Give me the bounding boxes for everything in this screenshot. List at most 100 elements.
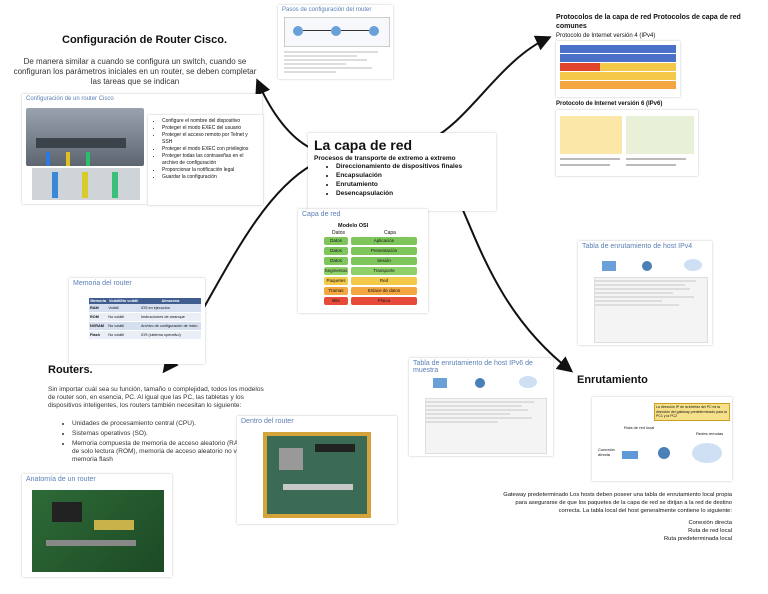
routing-diagram-card: La dirección IP de la interfaz del PC es… <box>592 397 732 481</box>
osi-data-cell: Datos <box>324 257 348 265</box>
task-item: Guardar la configuración <box>162 174 259 181</box>
osi-layer-cell: Física <box>351 297 417 305</box>
central-item: Desencapsulación <box>336 189 490 198</box>
task-item: Proteger el modo EXEC con privilegios <box>162 146 259 153</box>
top-config-caption: Pasos de configuración del router <box>282 7 372 13</box>
router-config-title: Configuración de Router Cisco. <box>62 34 228 46</box>
router-interior-photo <box>263 432 371 518</box>
routers-text: Sin importar cuál sea su función, tamaño… <box>48 386 264 409</box>
memoria-header: Volátil/No volátil <box>109 299 139 303</box>
central-title: La capa de red <box>314 137 413 153</box>
osi-layer-cell: Enlace de datos <box>351 287 417 295</box>
enrutamiento-list: Conexión directa Ruta de red local Ruta … <box>500 519 732 543</box>
router-config-text: De manera similar a cuando se configura … <box>13 57 257 86</box>
memoria-cell: ROM <box>89 312 108 322</box>
osi-layer-cell: Sesión <box>351 257 417 265</box>
task-item: Proporcionar la notificación legal <box>162 167 259 174</box>
osi-data-cell: Datos <box>324 237 348 245</box>
osi-layer-cell: Red <box>351 277 417 285</box>
motherboard-photo <box>32 490 164 572</box>
routers-item: Memoria compuesta de memoria de acceso a… <box>72 440 282 464</box>
memoria-cell: Instrucciones de arranque <box>139 312 201 322</box>
enrutamiento-text: Gateway predeterminado Los hosts deben p… <box>503 492 732 514</box>
ipv6-table-caption: Tabla de enrutamiento de host IPv6 de mu… <box>413 360 533 374</box>
arrow-to-protocols <box>429 35 552 141</box>
cables-photo <box>32 168 140 200</box>
ipv6-table-card: Tabla de enrutamiento de host IPv6 de mu… <box>409 358 553 456</box>
task-list: Configure el nombre del dispositivo Prot… <box>152 118 259 181</box>
anatomia-caption: Anatomía de un router <box>26 476 96 483</box>
local-net-label: Ruta de red local <box>624 425 655 430</box>
router-photo <box>26 108 144 166</box>
central-item: Direccionamiento de dispositivos finales <box>336 162 490 171</box>
memoria-header: Memoria <box>90 299 106 303</box>
ipv4-header-image <box>556 41 680 97</box>
ipv4-table-lines <box>594 277 708 343</box>
routers-item: Sistemas operativos (SO). <box>72 430 282 438</box>
osi-layer-cell: Aplicación <box>351 237 417 245</box>
memoria-cell: IOS (sistema operativo) <box>139 330 201 340</box>
direct-label: Conexión directa <box>598 447 615 457</box>
central-list: Direccionamiento de dispositivos finales… <box>314 162 490 198</box>
dentro-card: Dentro del router <box>237 416 397 524</box>
router-config-task-list: Configure el nombre del dispositivo Prot… <box>148 115 263 205</box>
enrutamiento-item: Conexión directa <box>688 520 732 526</box>
routing-switch-icon <box>622 451 638 459</box>
routing-cloud-icon <box>692 443 722 463</box>
memoria-cell: No volátil <box>107 312 140 322</box>
ipv4-table-caption: Tabla de enrutamiento de host IPv4 <box>582 243 693 250</box>
ipv4-label: Protocolo de Internet versión 4 (IPv4) <box>556 33 656 39</box>
memoria-cell: Volátil <box>107 304 140 313</box>
task-item: Configure el nombre del dispositivo <box>162 118 259 125</box>
memoria-cell: No volátil <box>107 330 140 340</box>
memoria-title: Memoria del router <box>73 280 132 287</box>
config-text-lines <box>284 49 388 75</box>
routing-router-icon <box>658 447 670 459</box>
routers-title: Routers. <box>48 364 93 376</box>
capa-red-caption: Capa de red <box>302 211 341 218</box>
osi-data-cell: Segmentos <box>324 267 348 275</box>
task-item: Proteger el acceso remoto por Telnet y S… <box>162 132 259 146</box>
ipv6-topology <box>429 372 539 394</box>
task-item: Proteger el modo EXEC del usuario <box>162 125 259 132</box>
enrutamiento-item: Ruta predeterminada local <box>664 536 732 542</box>
osi-title: Modelo OSI <box>338 223 369 229</box>
memoria-cell: IOS en ejecución <box>139 304 201 313</box>
memoria-cell: No volátil <box>107 321 140 331</box>
osi-layer-cell: Presentación <box>351 247 417 255</box>
osi-col-data: Datos <box>332 230 346 236</box>
enrutamiento-item: Ruta de red local <box>688 528 732 534</box>
protocols-title: Protocolos de la capa de red Protocolos … <box>556 14 741 30</box>
gateway-callout: La dirección IP de la interfaz del PC es… <box>654 403 730 421</box>
ipv6-label: Protocolo de Internet versión 6 (IPv6) <box>556 101 663 107</box>
router-config-image-caption: Configuración de un router Cisco <box>26 96 114 102</box>
topology-mini <box>284 17 390 47</box>
osi-data-cell: Tramas <box>324 287 348 295</box>
central-item: Encapsulación <box>336 171 490 180</box>
osi-col-layer: Capa <box>384 230 396 236</box>
ipv6-header-image <box>556 110 698 176</box>
ipv4-topology <box>598 255 708 277</box>
anatomia-card: Anatomía de un router <box>22 474 172 577</box>
osi-data-cell: Datos <box>324 247 348 255</box>
ipv6-table-lines <box>425 398 547 454</box>
memoria-cell: NVRAM <box>89 321 108 331</box>
dentro-caption: Dentro del router <box>241 418 294 425</box>
osi-data-cell: Bits <box>324 297 348 305</box>
enrutamiento-title: Enrutamiento <box>577 374 648 386</box>
routers-list: Unidades de procesamiento central (CPU).… <box>58 420 282 464</box>
osi-layer-cell: Transporte <box>351 267 417 275</box>
